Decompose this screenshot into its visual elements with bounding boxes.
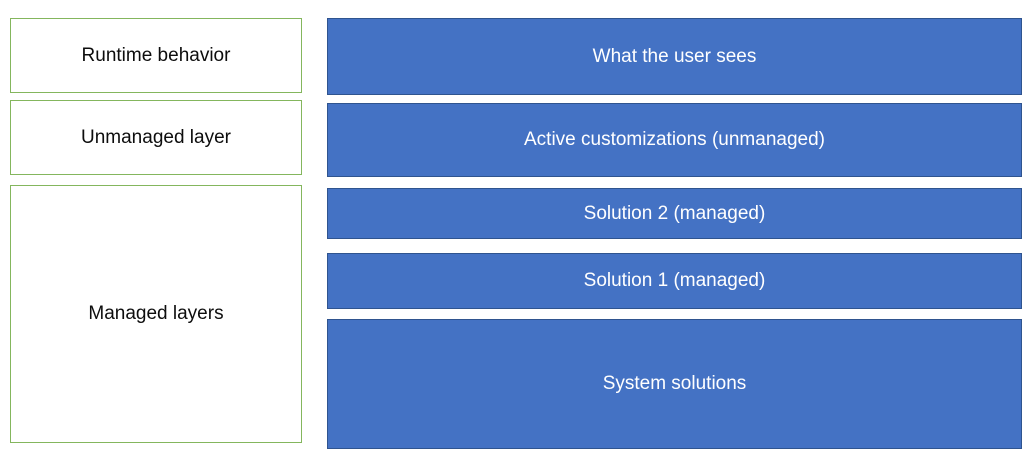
what-user-sees-label: What the user sees [592,45,757,67]
active-customizations-label: Active customizations (unmanaged) [524,129,825,151]
what-user-sees-box: What the user sees [327,18,1022,95]
system-solutions-label: System solutions [602,373,747,395]
active-customizations-box: Active customizations (unmanaged) [327,103,1022,177]
runtime-behavior-box: Runtime behavior [10,18,302,93]
solution-2-label: Solution 2 (managed) [583,202,766,224]
system-solutions-box: System solutions [327,319,1022,449]
solution-2-box: Solution 2 (managed) [327,188,1022,239]
solution-1-box: Solution 1 (managed) [327,253,1022,309]
unmanaged-layer-label: Unmanaged layer [81,126,231,148]
runtime-behavior-label: Runtime behavior [81,44,231,66]
solution-1-label: Solution 1 (managed) [583,270,766,292]
unmanaged-layer-box: Unmanaged layer [10,100,302,175]
managed-layers-label: Managed layers [88,303,224,325]
managed-layers-box: Managed layers [10,185,302,443]
